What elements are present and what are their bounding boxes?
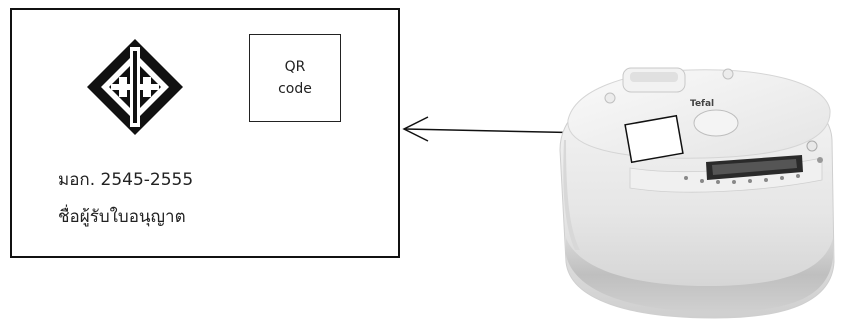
- label-location-marker: [624, 114, 684, 164]
- qr-label-line2: code: [278, 81, 312, 97]
- product-label-box: QR code มอก. 2545-2555 ชื่อผู้รับใบอนุญา…: [10, 8, 400, 258]
- tisi-standard-mark-icon: [87, 39, 183, 135]
- standard-number: มอก. 2545-2555: [58, 170, 194, 190]
- brand-logo: Tefal: [690, 99, 714, 109]
- licensee-name: ชื่อผู้รับใบอนุญาต: [58, 207, 186, 227]
- rice-cooker: Tefal: [559, 67, 835, 319]
- qr-code-placeholder: QR code: [249, 34, 341, 122]
- qr-label-line1: QR: [284, 59, 306, 75]
